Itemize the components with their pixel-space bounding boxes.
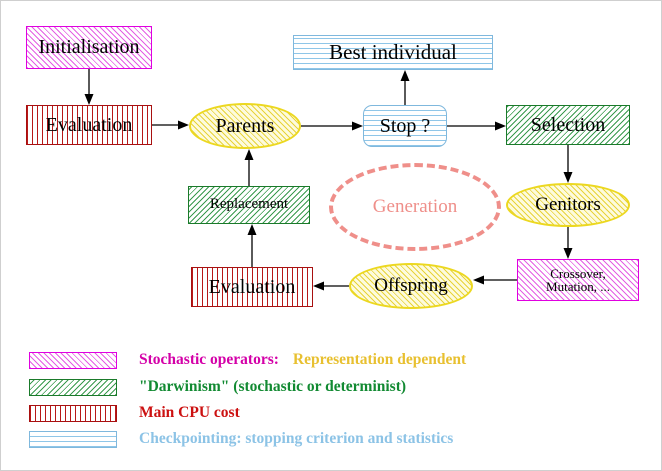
edge-crossover-to-offspring — [473, 275, 517, 285]
legend-swatch-blue-stripes — [29, 430, 117, 448]
node-label: Evaluation — [45, 113, 133, 136]
edge-stop-to-best-individual — [400, 70, 410, 105]
legend-swatch-green-hatch — [29, 378, 117, 396]
node-label: Initialisation — [38, 36, 140, 59]
node-label: Replacement — [209, 196, 289, 213]
node-label: Stop ? — [379, 114, 431, 137]
node-label: Best individual — [329, 39, 457, 64]
legend-row: Checkpointing: stopping criterion and st… — [29, 428, 453, 450]
edge-stop-to-selection — [447, 121, 506, 131]
edge-genitors-to-crossover — [563, 227, 573, 259]
node-evaluation-bottom[interactable]: Evaluation — [191, 267, 313, 307]
legend-text-primary: Main CPU cost — [139, 404, 240, 421]
legend-text-secondary: Representation dependent — [292, 351, 467, 368]
node-selection[interactable]: Selection — [506, 105, 630, 145]
node-replacement[interactable]: Replacement — [188, 186, 310, 224]
legend-text: Main CPU cost — [139, 404, 240, 422]
legend-row: Main CPU cost — [29, 402, 240, 424]
legend-text: Checkpointing: stopping criterion and st… — [139, 430, 453, 448]
node-label: Evaluation — [208, 275, 296, 298]
legend-swatch-magenta-hatch — [29, 351, 117, 369]
edge-parents-to-stop — [301, 121, 363, 131]
node-label: Genitors — [535, 194, 601, 216]
legend-text: Stochastic operators: Representation depe… — [139, 351, 466, 369]
edge-initialisation-to-evaluation-top — [84, 69, 94, 105]
legend-text-primary: Stochastic operators: — [139, 351, 279, 368]
legend-row: "Darwinism" (stochastic or determinist) — [29, 376, 406, 398]
node-genitors[interactable]: Genitors — [506, 183, 630, 227]
node-crossover[interactable]: Crossover, Mutation, ... — [517, 259, 639, 301]
edge-offspring-to-evaluation-bottom — [313, 281, 349, 291]
edge-selection-to-genitors — [563, 145, 573, 183]
node-label: Offspring — [374, 275, 448, 297]
node-label: Parents — [215, 114, 275, 137]
edge-evaluation-bottom-to-replacement — [247, 224, 257, 267]
edge-evaluation-top-to-parents — [152, 120, 189, 130]
legend-row: Stochastic operators: Representation depe… — [29, 349, 466, 371]
legend-swatch-red-stripes — [29, 404, 117, 422]
node-parents[interactable]: Parents — [189, 103, 301, 149]
node-initialisation[interactable]: Initialisation — [26, 26, 152, 69]
node-stop[interactable]: Stop ? — [363, 105, 447, 147]
node-offspring[interactable]: Offspring — [349, 263, 473, 309]
legend-text-primary: "Darwinism" (stochastic or determinist) — [139, 378, 407, 395]
node-label: Crossover, Mutation, ... — [546, 265, 610, 294]
generation-cycle-marker: Generation — [329, 163, 501, 251]
generation-label: Generation — [372, 196, 458, 217]
legend-text-primary: Checkpointing: stopping criterion and st… — [139, 430, 454, 447]
node-best-individual[interactable]: Best individual — [293, 35, 493, 70]
node-evaluation-top[interactable]: Evaluation — [26, 105, 152, 145]
legend-text: "Darwinism" (stochastic or determinist) — [139, 378, 406, 396]
node-label: Selection — [530, 113, 606, 136]
edge-replacement-to-parents — [244, 149, 254, 186]
